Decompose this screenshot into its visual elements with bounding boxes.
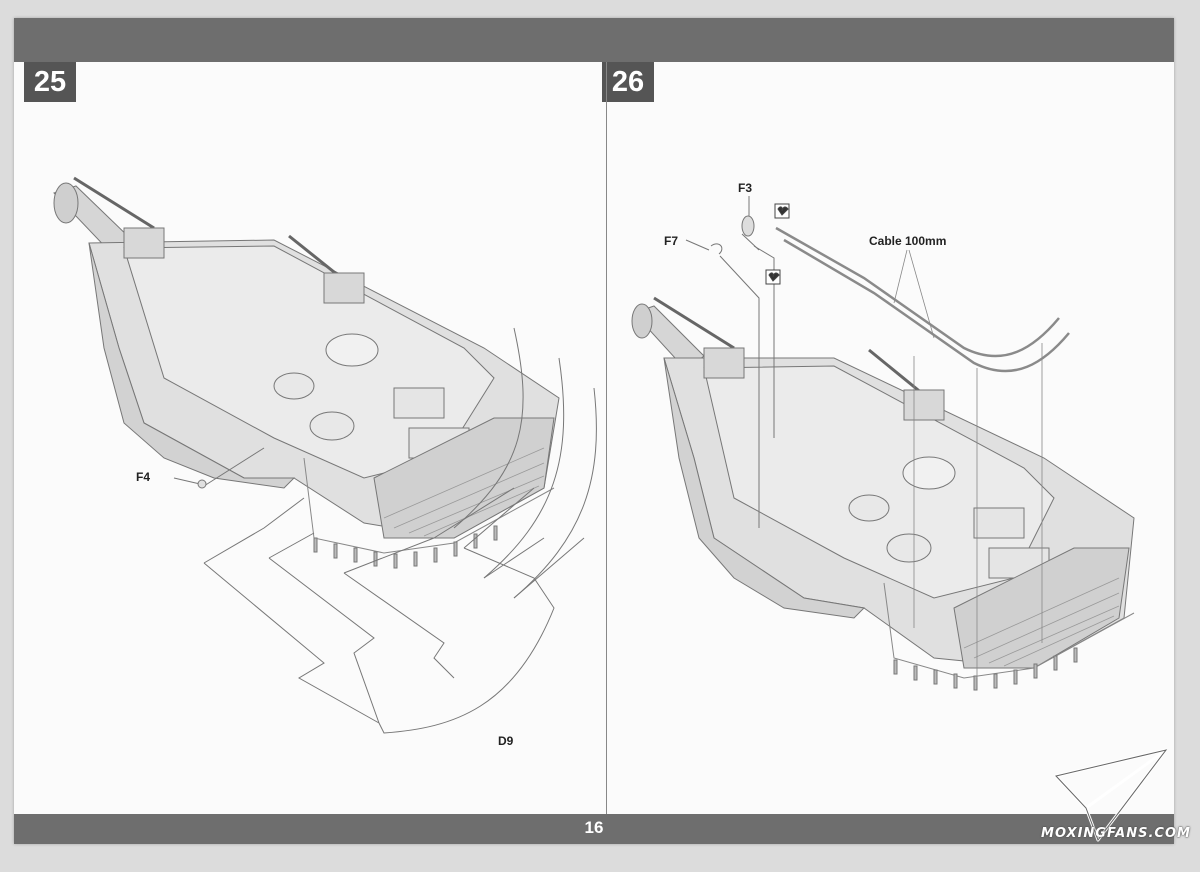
panel-divider [606,62,607,814]
glue-icon [765,203,790,285]
step-26-grab-handles [893,647,1078,691]
step-25-turret [53,176,560,554]
f3-part [741,215,760,251]
cable-leaders [893,249,1043,678]
part-label-f7: F7 [664,234,679,248]
f7-part [685,239,760,528]
part-label-f4: F4 [136,470,151,484]
step-25-badge: 25 [24,62,76,102]
part-label-f3: F3 [738,181,753,195]
step-25-grab-handles [313,525,498,569]
part-label-cable: Cable 100mm [869,234,947,248]
page-number: 16 [584,818,604,837]
paper-plane-icon [1054,748,1168,842]
step-25-number: 25 [33,65,67,98]
step-26-number: 26 [611,65,645,98]
cable-100mm-part [775,226,1070,373]
instruction-page: 25 26 [14,18,1174,844]
bottom-band: 16 [14,814,1174,844]
step-26-badge: 26 [602,62,654,102]
f3-leader [748,196,775,438]
step-26-turret [631,296,1135,679]
part-label-d9: D9 [498,734,514,748]
top-band [14,18,1174,62]
f4-leader [173,447,265,489]
d9-rail-part [203,327,597,734]
assembly-illustration [53,176,1135,734]
watermark-text: MOXINGFANS.COM [1041,826,1191,841]
